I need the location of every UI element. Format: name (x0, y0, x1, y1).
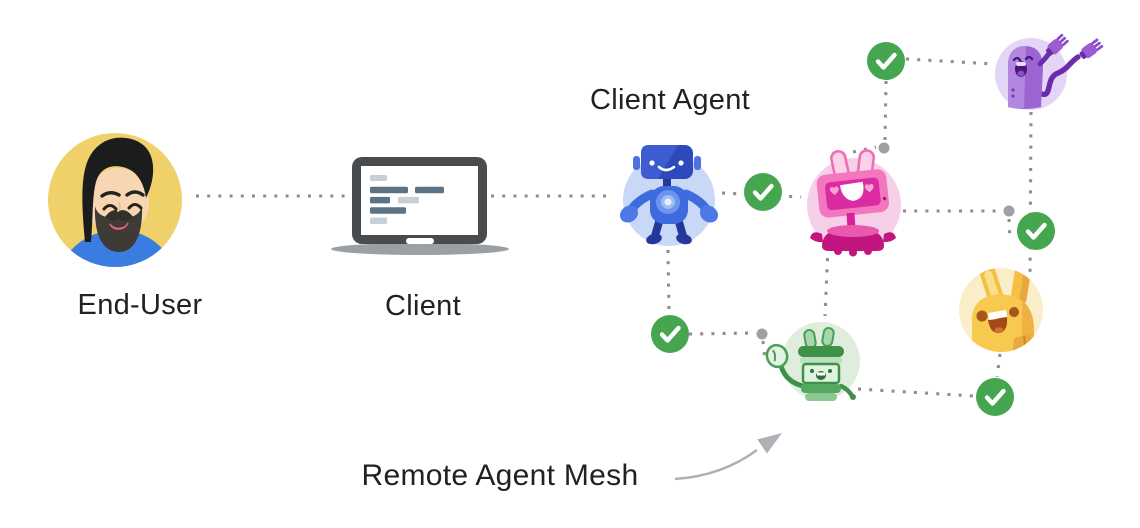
connector-dot (1003, 205, 1015, 217)
check-circle-icon (867, 42, 905, 80)
line-green-check (857, 387, 975, 398)
mesh-arrow-icon (674, 433, 782, 481)
check-circle-icon (744, 173, 782, 211)
line-purple-yellow (1028, 111, 1033, 280)
line-pink-green (823, 246, 830, 317)
line-dot-check-right (1007, 218, 1012, 241)
line-clientagent-pink (721, 191, 802, 199)
connector-dot (756, 328, 768, 340)
line-yellow-check (995, 353, 1002, 378)
line-dot-greenrobot (761, 340, 767, 362)
check-circle-icon (976, 378, 1014, 416)
connector-dot (878, 142, 890, 154)
client-label: Client (385, 290, 461, 322)
green-bunny-robot-icon (765, 322, 860, 401)
remote-agent-mesh-label: Remote Agent Mesh (361, 459, 639, 492)
laptop-icon (331, 157, 509, 255)
person-avatar-icon (48, 133, 182, 267)
check-circle-icon (651, 315, 689, 353)
blue-robot-icon (619, 145, 719, 246)
line-check-greenrobot (688, 331, 755, 336)
line-check-pink (883, 80, 888, 143)
pink-tv-bunny-robot-icon (807, 149, 901, 257)
line-check-purple (905, 57, 996, 66)
client-agent-label: Client Agent (590, 84, 750, 116)
end-user-label: End-User (77, 289, 203, 321)
yellow-bunny-robot-icon (959, 268, 1043, 352)
line-clientagent-down (666, 249, 671, 315)
laptop-code-lines (370, 175, 444, 224)
connector-endpoint-dots (756, 142, 1015, 340)
check-circle-icon (1017, 212, 1055, 250)
purple-plug-robot-icon (995, 32, 1105, 110)
